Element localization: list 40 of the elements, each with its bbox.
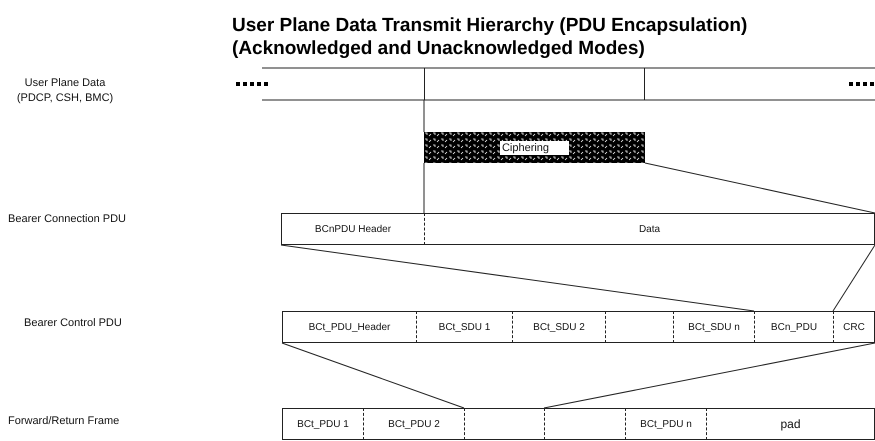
layer-label: User Plane Data (PDCP, CSH, BMC) [16, 76, 114, 106]
field-label: BCn_PDU [770, 322, 818, 332]
pdu-field [281, 213, 424, 245]
empty-field [605, 311, 673, 343]
layer-label: Forward/Return Frame [8, 415, 120, 427]
diagram-title: User Plane Data Transmit Hierarchy (PDU Encapsulation) (Acknowledged and Unacknowledged Modes) [232, 14, 748, 60]
field-label: BCt_SDU n [688, 322, 740, 332]
pdu-field [833, 311, 875, 343]
field-label: Data [638, 224, 660, 234]
field-label: BCt_SDU 1 [438, 322, 490, 332]
pdu-field [282, 311, 416, 343]
pdu-field [673, 311, 754, 343]
ciphering-block [424, 132, 645, 163]
pdu-field [424, 213, 875, 245]
pdu-field [754, 311, 833, 343]
pdu-field [706, 408, 875, 440]
field-label: pad [780, 417, 801, 431]
field-label: BCt_PDU 2 [388, 418, 440, 430]
expansion-line [282, 342, 464, 408]
layer-label: Bearer Control PDU [24, 317, 122, 329]
expansion-line [544, 342, 875, 408]
layer-label: Bearer Connection PDU [8, 213, 126, 225]
expansion-line [832, 244, 875, 312]
pdu-field [512, 311, 605, 343]
empty-field [544, 408, 625, 440]
pdu-field [416, 311, 512, 343]
operation-label: Ciphering [500, 140, 570, 154]
empty-field [464, 408, 544, 440]
pdu-field [282, 408, 363, 440]
pdu-field [625, 408, 706, 440]
empty-field [424, 68, 645, 100]
pdu-field [363, 408, 464, 440]
field-label: BCt_SDU 2 [533, 322, 585, 332]
field-label: BCt_PDU n [640, 418, 692, 430]
expansion-line [644, 162, 875, 214]
field-label: BCnPDU Header [314, 224, 392, 234]
field-label: BCt_PDU_Header [308, 322, 390, 332]
expansion-line [280, 244, 754, 312]
field-label: CRC [843, 322, 865, 332]
field-label: BCt_PDU 1 [297, 418, 349, 430]
